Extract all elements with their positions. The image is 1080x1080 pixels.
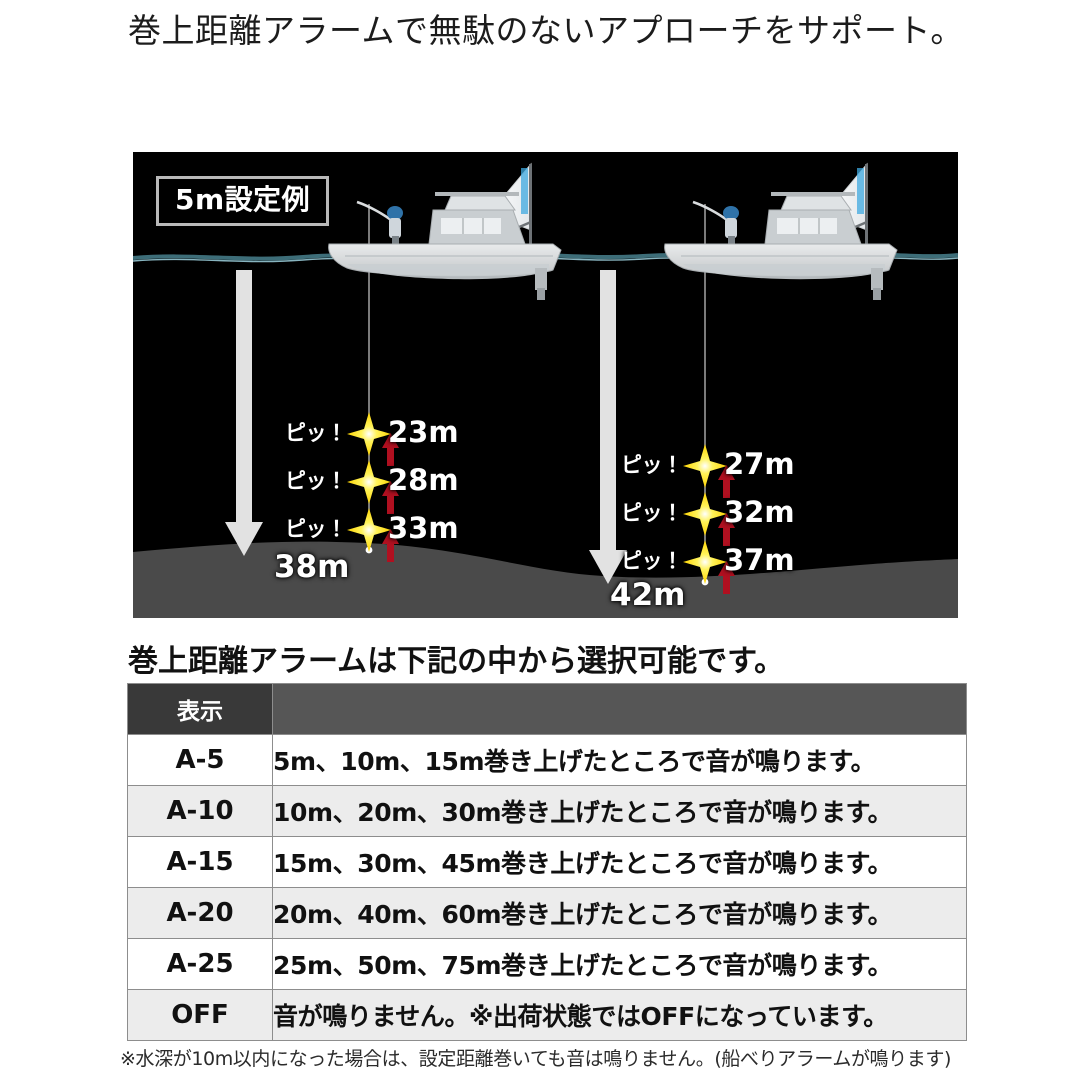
row-description: 15m、30m、45m巻き上げたところで音が鳴ります。 [272, 836, 967, 888]
left-bottom-depth: 38m [274, 549, 350, 585]
right-beep-label-2: ピッ！ [621, 501, 683, 525]
up-arrow-icon [718, 561, 735, 594]
right-beep-label-1: ピッ！ [621, 453, 683, 477]
up-arrow-icon [382, 433, 399, 466]
right-alarm-depth-1: 27m [724, 447, 795, 481]
up-arrow-icon [382, 481, 399, 514]
table-heading: 巻上距離アラームは下記の中から選択可能です。 [128, 644, 785, 679]
right-alarm-markers [683, 444, 735, 594]
table-row: A-15 15m、30m、45m巻き上げたところで音が鳴ります。 [127, 836, 967, 888]
row-code: OFF [127, 989, 273, 1041]
setting-example-badge: 5m設定例 [156, 176, 330, 226]
row-code: A-15 [127, 836, 273, 888]
spark-icon [683, 540, 727, 584]
table-row: A-10 10m、20m、30m巻き上げたところで音が鳴ります。 [127, 785, 967, 837]
alarm-options-table: 表示 A-5 5m、10m、15m巻き上げたところで音が鳴ります。 A-10 1… [127, 683, 967, 1041]
right-alarm-depth-3: 37m [724, 543, 795, 577]
right-beep-label-3: ピッ！ [621, 549, 683, 573]
right-depth-arrow [589, 270, 627, 584]
row-description: 10m、20m、30m巻き上げたところで音が鳴ります。 [272, 785, 967, 837]
right-bottom-depth: 42m [610, 577, 686, 613]
up-arrow-icon [718, 513, 735, 546]
row-description: 25m、50m、75m巻き上げたところで音が鳴ります。 [272, 938, 967, 990]
left-depth-arrow [225, 270, 263, 556]
table-row: A-5 5m、10m、15m巻き上げたところで音が鳴ります。 [127, 734, 967, 786]
row-description: 20m、40m、60m巻き上げたところで音が鳴ります。 [272, 887, 967, 939]
left-alarm-depth-2: 28m [388, 463, 459, 497]
spark-icon [683, 492, 727, 536]
diagram-illustration [133, 162, 958, 618]
footnote: ※水深が10m以内になった場合は、設定距離巻いても音は鳴りません。(船べりアラー… [120, 1048, 951, 1070]
page-title: 巻上距離アラームで無駄のないアプローチをサポート。 [128, 11, 964, 50]
row-code: A-25 [127, 938, 273, 990]
spark-icon [347, 412, 391, 456]
row-code: A-20 [127, 887, 273, 939]
left-beep-label-1: ピッ！ [285, 421, 347, 445]
table-row: OFF 音が鳴りません。※出荷状態ではOFFになっています。 [127, 989, 967, 1041]
right-alarm-depth-2: 32m [724, 495, 795, 529]
table-row: A-20 20m、40m、60m巻き上げたところで音が鳴ります。 [127, 887, 967, 939]
spark-icon [347, 460, 391, 504]
table-row: A-25 25m、50m、75m巻き上げたところで音が鳴ります。 [127, 938, 967, 990]
left-beep-label-2: ピッ！ [285, 469, 347, 493]
row-description: 音が鳴りません。※出荷状態ではOFFになっています。 [272, 989, 967, 1041]
boat-left [328, 162, 562, 300]
seabed [133, 541, 958, 618]
up-arrow-icon [382, 529, 399, 562]
row-code: A-5 [127, 734, 273, 786]
up-arrow-icon [718, 465, 735, 498]
column-header-description [272, 683, 967, 735]
left-alarm-depth-1: 23m [388, 415, 459, 449]
row-code: A-10 [127, 785, 273, 837]
column-header-display: 表示 [127, 683, 273, 735]
left-alarm-markers [347, 412, 399, 562]
spark-icon [347, 508, 391, 552]
depth-alarm-diagram: 5m設定例 ピッ！ 23m ピッ！ 28m ピッ！ 33m 38m ピッ！ 27… [133, 152, 958, 618]
left-alarm-depth-3: 33m [388, 511, 459, 545]
boat-right [664, 162, 898, 300]
spark-icon [683, 444, 727, 488]
table-header-row: 表示 [127, 683, 967, 735]
row-description: 5m、10m、15m巻き上げたところで音が鳴ります。 [272, 734, 967, 786]
left-beep-label-3: ピッ！ [285, 517, 347, 541]
